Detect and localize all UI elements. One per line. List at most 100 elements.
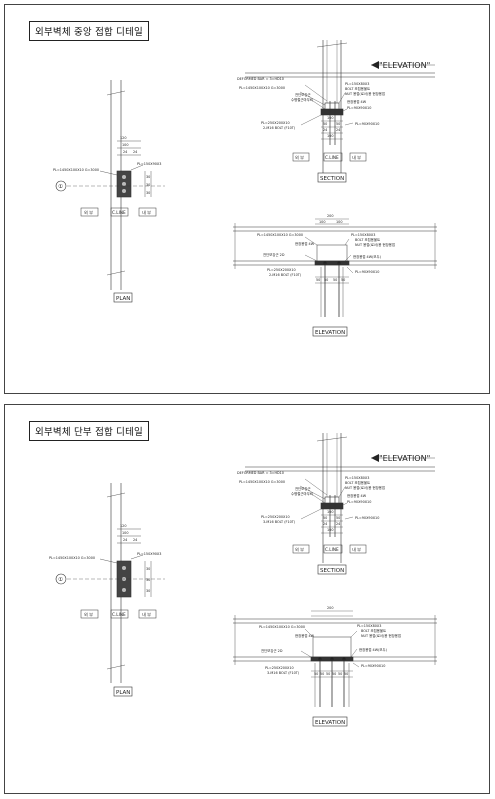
plan-dim: 30	[146, 175, 150, 179]
section-note: PL=1450X100X10 G=3000	[239, 86, 285, 90]
section-dim: 24	[336, 128, 340, 132]
elevation-tag: "ELEVATION"	[379, 454, 430, 463]
elevation-note: 현장용접 4W(모두)	[359, 647, 388, 652]
section-dim: 50	[336, 516, 340, 520]
plan-view-label: PLAN	[116, 296, 130, 302]
elevation-view-label: ELEVATION	[315, 330, 345, 336]
plan-plate2-label: PL=150X90X3	[137, 162, 161, 166]
elevation-note: PL=90X90X10	[361, 664, 385, 668]
section-note: BOLT 조립용볼트	[345, 480, 370, 485]
elevation-note: NUT 용접(로서)용 현장용접	[355, 242, 395, 247]
grid-mark: ①	[58, 577, 63, 583]
elevation-tag: "ELEVATION"	[379, 61, 430, 70]
elevation-note: 현장용접 4W(모두)	[353, 254, 382, 259]
section-note: PL=250X200X10	[261, 515, 290, 519]
plan-dim: 100	[122, 531, 128, 535]
plan-dim: 120	[120, 524, 126, 528]
section-line-label: C.LINE	[325, 547, 339, 552]
section-note: 수평철근마무리	[291, 491, 313, 496]
plan-outside-label: 외 부	[84, 611, 93, 618]
plan-view-label: PLAN	[116, 690, 130, 696]
plan-dim: 24	[133, 150, 137, 154]
section-dim: 100	[327, 510, 333, 514]
section-inside-label: 내 부	[352, 546, 361, 553]
elevation-dim: 50	[338, 672, 342, 676]
elevation-note: PL=250X200X10	[265, 666, 294, 670]
elevation-view	[233, 218, 437, 337]
detail-sheet-center: 외부벽체 중앙 접합 디테일	[4, 4, 490, 394]
section-note: 전단보강근	[295, 92, 311, 97]
elevation-dim: 50	[341, 278, 345, 282]
elevation-note: PL=250X200X10	[267, 268, 296, 272]
plan-view	[55, 483, 165, 697]
section-note: PL=150X80X3	[345, 476, 369, 480]
elevation-view	[233, 610, 437, 727]
elevation-note: PL=150X80X3	[351, 233, 375, 237]
section-note: PL=1450X100X10 G=3000	[239, 480, 285, 484]
plan-plate2-label: PL=150X90X3	[137, 552, 161, 556]
grid-mark: ①	[58, 184, 63, 190]
elevation-dim: 50	[316, 278, 320, 282]
section-outside-label: 외 부	[295, 154, 304, 161]
section-dim: 50	[323, 516, 327, 520]
elevation-note: 현장용접 4W	[295, 633, 315, 638]
section-note: DEFORMED BAR = 3=HD10	[237, 77, 284, 81]
section-note: PL=90X90X10	[355, 516, 379, 520]
section-dim: 100	[327, 528, 333, 532]
sheet-title: 외부벽체 중앙 접합 디테일	[29, 21, 149, 41]
elevation-note: 현장용접 4W	[295, 241, 315, 246]
section-note: 전단보강근	[295, 486, 311, 491]
detail-drawing: PL=1450X100X10 G=3000 PL=150X90X3 ① 120 …	[53, 40, 437, 337]
elevation-dim: 100	[319, 220, 325, 224]
section-note: 현장용접 4W	[347, 99, 367, 104]
plan-view	[55, 80, 165, 303]
section-outside-label: 외 부	[295, 546, 304, 553]
plan-outside-label: 외 부	[84, 209, 93, 216]
plan-dim: 30	[146, 183, 150, 187]
section-note: PL=90X90X10	[347, 500, 371, 504]
elevation-dim: 50	[314, 672, 318, 676]
section-note: 2-M16 BOLT (F10T)	[263, 126, 296, 130]
elevation-dim: 50	[344, 672, 348, 676]
section-note: PL=250X200X10	[261, 121, 290, 125]
detail-drawing: PL=1450X100X10 G=3000 PL=150X90X3 ① 120 …	[49, 433, 437, 727]
section-note: NUT 용접(로서)용 현장용접	[345, 91, 385, 96]
section-dim: 50	[336, 122, 340, 126]
section-note: DEFORMED BAR = 3=HD10	[237, 471, 284, 475]
section-dim: 24	[323, 522, 327, 526]
plan-line-label: C.LINE	[112, 612, 126, 617]
section-note: PL=150X80X3	[345, 82, 369, 86]
section-note: 현장용접 4W	[347, 493, 367, 498]
section-note: BOLT 조립용볼트	[345, 86, 370, 91]
elevation-view-label: ELEVATION	[315, 720, 345, 726]
section-dim: 24	[336, 522, 340, 526]
plan-dim: 24	[133, 538, 137, 542]
plan-line-label: C.LINE	[112, 210, 126, 215]
plan-dim: 30	[146, 191, 150, 195]
section-view-label: SECTION	[320, 176, 344, 182]
elevation-dim: 100	[336, 220, 342, 224]
section-note: PL=90X90X10	[355, 122, 379, 126]
section-dim: 24	[323, 128, 327, 132]
plan-dim: 30	[146, 589, 150, 593]
plan-inside-label: 내 부	[142, 209, 151, 216]
elevation-note: BOLT 조립용볼트	[355, 237, 380, 242]
elevation-note: PL=1450X100X10 G=3000	[257, 233, 303, 237]
detail-sheet-end: 외부벽체 단부 접합 디테일 PL=1450X100X10 G	[4, 404, 490, 794]
elevation-note: NUT 용접(로서)용 현장용접	[361, 633, 401, 638]
section-dim: 50	[323, 122, 327, 126]
elevation-dim: 50	[333, 278, 337, 282]
plan-dim: 100	[122, 143, 128, 147]
section-note: PL=90X90X10	[347, 106, 371, 110]
section-view	[245, 40, 435, 183]
section-line-label: C.LINE	[325, 155, 339, 160]
sheet-title: 외부벽체 단부 접합 디테일	[29, 421, 149, 441]
elevation-note: BOLT 조립용볼트	[361, 628, 386, 633]
section-note: 수평철근마무리	[291, 97, 313, 102]
elevation-note: 2-M16 BOLT (F10T)	[269, 273, 302, 277]
plan-inside-label: 내 부	[142, 611, 151, 618]
elevation-note: PL=90X90X10	[355, 270, 379, 274]
section-note: 3-M16 BOLT (F10T)	[263, 520, 296, 524]
elevation-note: 전단보강근 2D	[263, 252, 285, 257]
plan-dim: 30	[146, 567, 150, 571]
